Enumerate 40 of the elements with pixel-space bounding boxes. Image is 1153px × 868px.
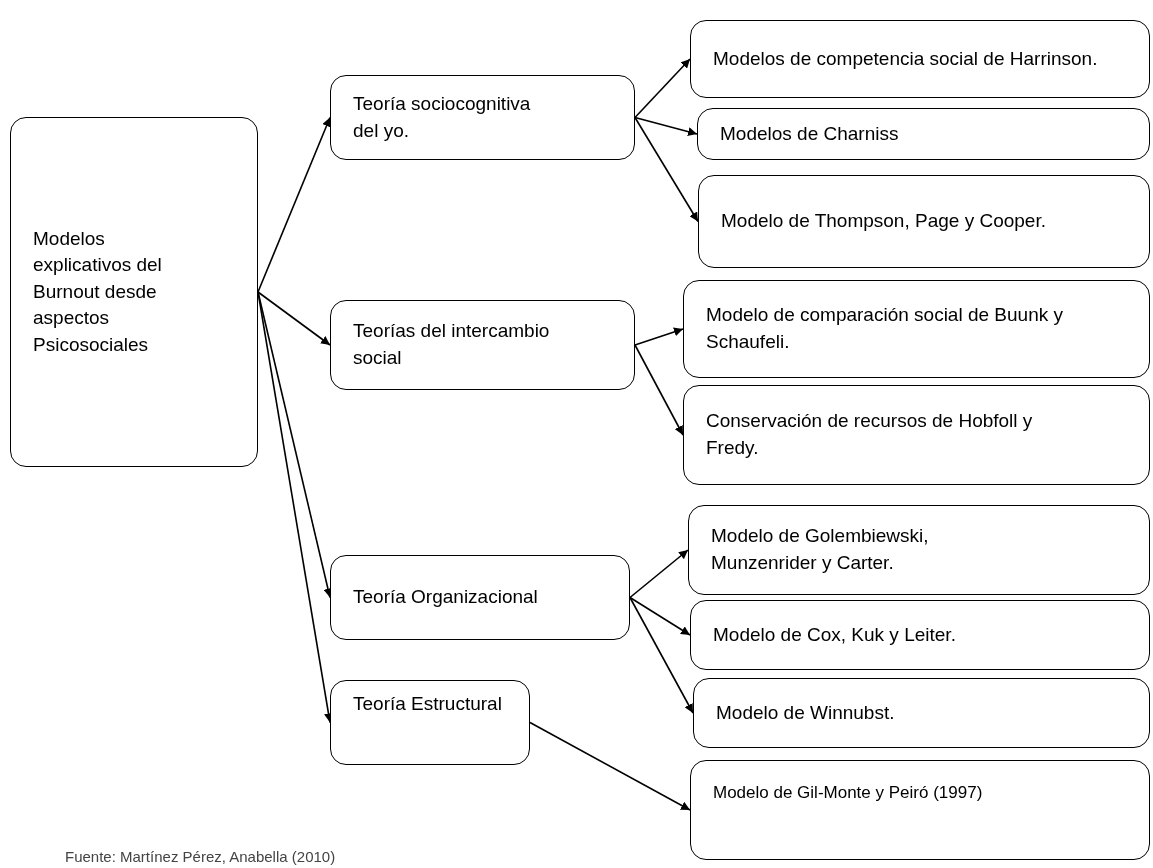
arrow bbox=[629, 596, 691, 636]
box-text: Modelo de Winnubst. bbox=[716, 700, 896, 725]
rounded-box bbox=[330, 680, 530, 765]
box-text: Modelos de Charniss bbox=[720, 121, 900, 146]
box-text: Modelo de Thompson, Page y Cooper. bbox=[721, 209, 1047, 234]
arrow bbox=[257, 116, 331, 293]
caption: Fuente: Martínez Pérez, Anabella (2010) bbox=[65, 847, 336, 867]
box-text: Modelo de Golembiewski, Munzenrider y Carter. bbox=[711, 524, 930, 575]
box-text: Modelos explicativos del Burnout desde aspectos Psicosociales bbox=[33, 226, 163, 357]
arrow bbox=[529, 721, 691, 811]
arrow bbox=[634, 116, 698, 137]
rounded-box bbox=[690, 600, 1150, 670]
box-text: Teoría Organizacional bbox=[353, 585, 539, 610]
arrow bbox=[257, 291, 331, 346]
box-text: Teoría Estructural bbox=[353, 692, 503, 716]
box-text: Modelo de Cox, Kuk y Leiter. bbox=[713, 622, 957, 647]
box-text: Modelo de comparación social de Buunk y Schaufeli. bbox=[706, 303, 1064, 354]
box-text: Teorías del intercambio social bbox=[353, 319, 551, 370]
box-text: Modelo de Gil-Monte y Peiró (1997) bbox=[713, 782, 984, 804]
rounded-box bbox=[330, 300, 635, 390]
rounded-box bbox=[693, 678, 1150, 748]
box-text: Conservación de recursos de Hobfoll y Fredy. bbox=[706, 409, 1034, 460]
rounded-box bbox=[697, 108, 1150, 160]
arrow bbox=[634, 116, 699, 223]
rounded-box bbox=[683, 385, 1150, 485]
rounded-box bbox=[330, 75, 635, 160]
rounded-box bbox=[10, 117, 258, 467]
arrow bbox=[629, 596, 694, 714]
arrow bbox=[634, 327, 684, 346]
rounded-box bbox=[698, 175, 1150, 268]
rounded-box bbox=[330, 555, 630, 640]
arrow bbox=[634, 58, 691, 119]
rounded-box bbox=[690, 20, 1150, 98]
arrow bbox=[634, 344, 684, 436]
box-text: Modelos de competencia social de Harrinson. bbox=[713, 46, 1099, 71]
box-text: Teoría sociocognitiva del yo. bbox=[353, 91, 532, 143]
rounded-box bbox=[683, 280, 1150, 378]
arrow bbox=[629, 549, 689, 599]
rounded-box bbox=[690, 760, 1150, 860]
rounded-box bbox=[688, 505, 1150, 595]
